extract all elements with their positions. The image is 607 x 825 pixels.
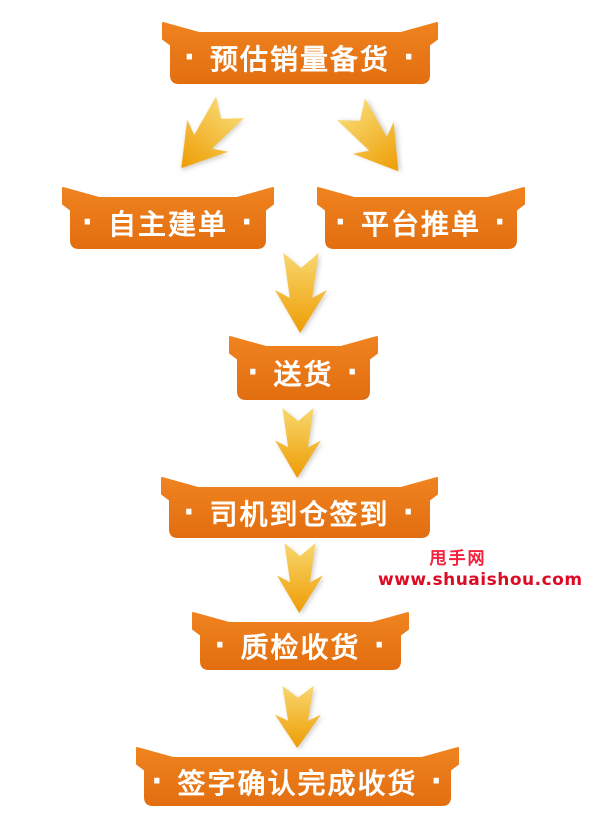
label-bullet: · (214, 628, 228, 663)
label-bullet: · (430, 763, 444, 799)
flow-node-label: · 送货 · (230, 347, 377, 399)
banner-shape (317, 187, 525, 249)
label-text: 签字确认完成收货 (177, 766, 418, 800)
label-bullet: · (247, 355, 261, 390)
banner-shape (162, 22, 438, 84)
arrow-delivery-to-driver-checkin (275, 408, 321, 478)
flow-node-label: · 自主建单 · (63, 198, 273, 248)
arrow-orders-to-delivery (275, 253, 327, 333)
watermark-site-name: 甩手网 (429, 549, 487, 569)
flow-node-label: · 预估销量备货 · (163, 33, 437, 83)
label-text: 平台推单 (360, 208, 481, 241)
label-bullet: · (403, 40, 417, 75)
label-text: 预估销量备货 (209, 43, 390, 76)
arrow-estimate-to-platform-push-order (337, 98, 399, 172)
flow-node-label: · 质检收货 · (193, 623, 408, 669)
arrow-estimate-to-self-create-order (181, 96, 244, 169)
banner-shape (62, 187, 274, 249)
flow-node-qc-receive: · 质检收货 · (192, 612, 409, 670)
flow-node-estimate-stock: · 预估销量备货 · (162, 22, 438, 84)
label-bullet: · (402, 494, 416, 530)
label-bullet: · (183, 40, 197, 75)
banner-shape (229, 336, 378, 400)
arrow-qc-receive-to-sign-confirm (275, 686, 321, 748)
flow-node-delivery: · 送货 · (229, 336, 378, 400)
banner-shape (136, 747, 459, 806)
banner-shape (161, 477, 438, 538)
flow-node-sign-confirm: · 签字确认完成收货 · (136, 747, 459, 806)
watermark: 甩手网 www.shuaishou.com (378, 549, 583, 592)
flow-node-platform-push-order: · 平台推单 · (317, 187, 525, 249)
flow-node-self-create-order: · 自主建单 · (62, 187, 274, 249)
label-bullet: · (494, 205, 508, 240)
flow-node-label: · 平台推单 · (318, 198, 524, 248)
label-bullet: · (373, 628, 387, 663)
flow-node-driver-checkin: · 司机到仓签到 · (161, 477, 438, 538)
label-text: 质检收货 (240, 631, 361, 664)
label-text: 送货 (273, 358, 334, 391)
flow-node-label: · 签字确认完成收货 · (137, 758, 458, 805)
watermark-url: www.shuaishou.com (378, 570, 583, 591)
arrow-driver-checkin-to-qc-receive (277, 543, 323, 613)
label-bullet: · (334, 205, 348, 240)
flow-node-label: · 司机到仓签到 · (162, 488, 437, 537)
label-text: 自主建单 (107, 208, 228, 241)
label-text: 司机到仓签到 (209, 497, 390, 531)
label-bullet: · (151, 763, 165, 799)
banner-shape (192, 612, 409, 670)
label-bullet: · (346, 355, 360, 390)
label-bullet: · (81, 205, 95, 240)
label-bullet: · (241, 205, 255, 240)
label-bullet: · (183, 494, 197, 530)
